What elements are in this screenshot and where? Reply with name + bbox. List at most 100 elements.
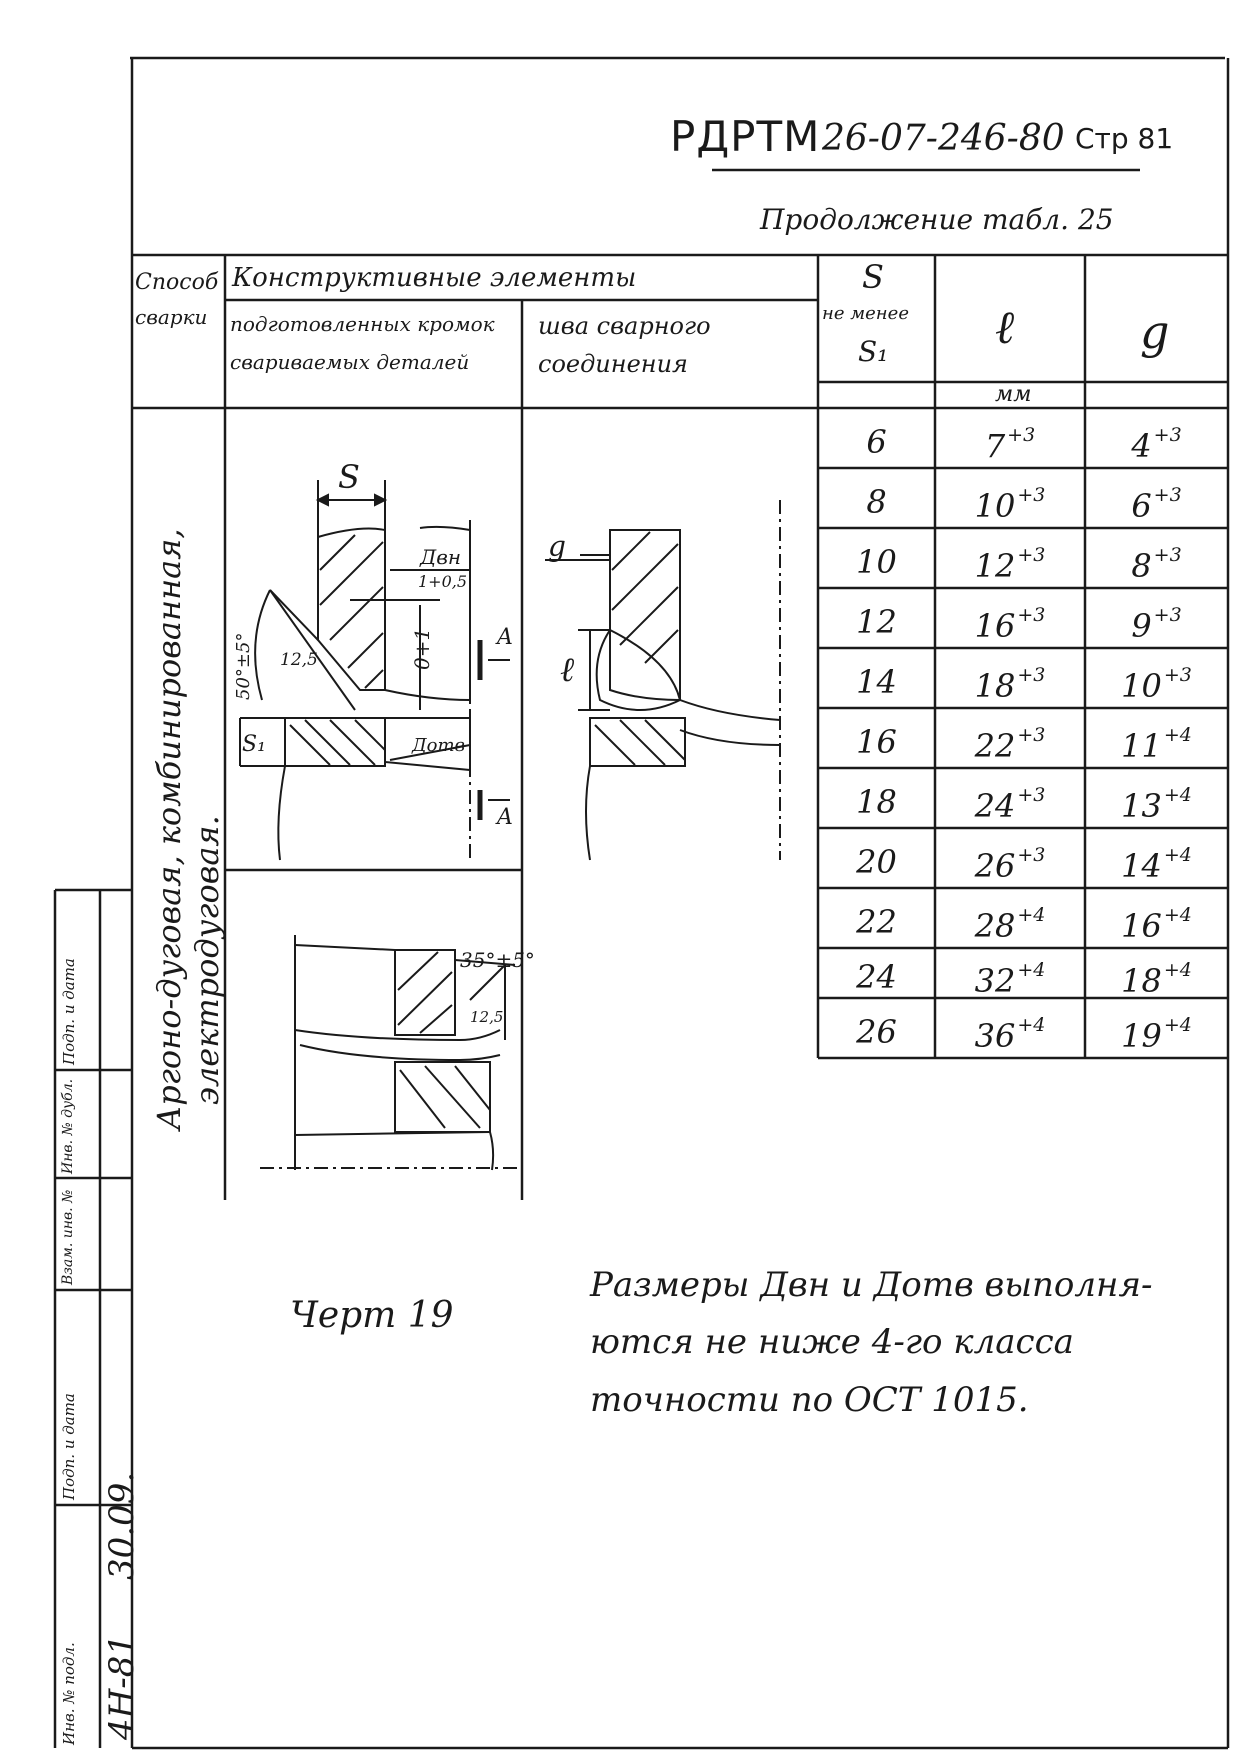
cell-g-value: 16: [1121, 907, 1162, 945]
dim-g-label: g: [548, 530, 566, 563]
cell-s: 24: [818, 961, 935, 993]
cell-g: 10+3: [1085, 664, 1228, 703]
cell-l: 26+3: [935, 846, 1085, 883]
dim-dotv-label: Дотв: [412, 735, 466, 756]
cell-s-value: 6: [866, 423, 887, 461]
dim-dvn-label: Двн: [420, 545, 462, 569]
cell-s: 10: [818, 546, 935, 578]
cell-l-tolerance: +3: [1007, 424, 1036, 446]
cell-s-value: 22: [856, 903, 897, 941]
cell-s-value: 20: [856, 843, 897, 881]
figure-caption: Черт 19: [290, 1295, 454, 1336]
dim-s1-label: S₁: [242, 732, 266, 757]
stamp-label-inv-original: Инв. № подл.: [60, 1642, 78, 1745]
cell-l: 7+3: [935, 424, 1085, 465]
note-line3: точности по ОСТ 1015.: [590, 1380, 1029, 1420]
col-prepared-line1: подготовленных кромок: [230, 312, 495, 336]
dim-a-bottom: A: [497, 805, 513, 830]
cell-g-tolerance: +3: [1163, 664, 1192, 686]
cell-s: 16: [818, 726, 935, 758]
col-seam-line1: шва сварного: [538, 312, 711, 340]
cell-l-value: 18: [974, 667, 1016, 705]
cell-l: 32+4: [935, 961, 1085, 1000]
cell-l-value: 36: [974, 1017, 1016, 1055]
stamp-value-date: 30.09.: [102, 1471, 142, 1580]
dim-angle-label: 50°±5°: [233, 632, 254, 700]
cell-g-value: 11: [1121, 727, 1162, 765]
cell-s: 20: [818, 846, 935, 878]
cell-g: 4+3: [1085, 424, 1228, 465]
cell-g: 8+3: [1085, 546, 1228, 585]
doc-code: РДРТМ: [670, 112, 821, 161]
col-l-symbol: ℓ: [995, 300, 1015, 354]
method-text-line2: электродуговая.: [188, 815, 226, 1105]
cell-g-value: 9: [1131, 607, 1152, 645]
cell-g-tolerance: +4: [1163, 784, 1192, 806]
cell-l-value: 10: [974, 487, 1016, 525]
cell-g-value: 19: [1121, 1017, 1162, 1055]
drawing-variant: [260, 935, 520, 1171]
cell-l: 36+4: [935, 1014, 1085, 1055]
units-label: мм: [995, 382, 1032, 407]
dim-radius-label: 12,5: [280, 650, 318, 670]
cell-l-tolerance: +4: [1017, 904, 1046, 926]
cell-g-tolerance: +3: [1153, 604, 1182, 626]
cell-g-tolerance: +3: [1153, 424, 1182, 446]
col-s1-symbol: S₁: [858, 335, 889, 368]
cell-l-value: 7: [984, 427, 1006, 465]
cell-s: 6: [818, 426, 935, 458]
cell-s: 14: [818, 666, 935, 698]
cell-g-value: 6: [1131, 487, 1152, 525]
cell-l-value: 12: [974, 547, 1016, 585]
cell-s: 12: [818, 606, 935, 638]
cell-g-value: 14: [1121, 847, 1162, 885]
stamp-label-sign-date-2: Подп. и дата: [60, 958, 78, 1065]
cell-l-tolerance: +3: [1017, 784, 1046, 806]
cell-l-value: 24: [974, 787, 1016, 825]
cell-s: 26: [818, 1016, 935, 1048]
cell-g: 13+4: [1085, 784, 1228, 823]
cell-s: 8: [818, 486, 935, 518]
col-s-symbol: S: [862, 258, 884, 296]
cell-g: 16+4: [1085, 906, 1228, 945]
stamp-value-inv-original: 4Н-81: [102, 1633, 142, 1740]
cell-g-tolerance: +4: [1163, 724, 1192, 746]
cell-l: 24+3: [935, 784, 1085, 825]
drawing-weld-seam: [545, 500, 781, 861]
cell-l-tolerance: +3: [1017, 724, 1046, 746]
cell-l: 18+3: [935, 666, 1085, 705]
cell-l-value: 32: [974, 962, 1016, 1000]
cell-g-tolerance: +4: [1163, 959, 1192, 981]
col-s-label: не менее: [822, 303, 909, 324]
cell-l-value: 16: [974, 607, 1016, 645]
drawing-prepared-edges: [239, 480, 510, 861]
cell-s-value: 14: [856, 663, 897, 701]
note-line1: Размеры Двн и Дотв выполня-: [590, 1265, 1153, 1305]
cell-l-tolerance: +4: [1017, 1014, 1046, 1036]
cell-l-value: 28: [974, 907, 1016, 945]
cell-g-value: 4: [1131, 427, 1152, 465]
dim-s-label: S: [338, 458, 360, 496]
col-g-symbol: g: [1140, 305, 1170, 359]
col-seam-line2: соединения: [538, 350, 688, 378]
cell-s-value: 10: [856, 543, 897, 581]
page-number: Стр 81: [1075, 122, 1174, 155]
cell-g-tolerance: +3: [1153, 484, 1182, 506]
cell-g: 11+4: [1085, 724, 1228, 765]
doc-number: 26-07-246-80: [822, 118, 1065, 159]
cell-g: 9+3: [1085, 604, 1228, 645]
stamp-label-sign-date: Подп. и дата: [60, 1393, 78, 1500]
cell-g: 14+4: [1085, 844, 1228, 885]
stamp-label-replace-inv: Взам. инв. №: [60, 1189, 76, 1285]
dim-angle2-label: 35°±5°: [460, 948, 535, 972]
cell-g-tolerance: +4: [1163, 1014, 1192, 1036]
cell-g-tolerance: +4: [1163, 844, 1192, 866]
cell-l-tolerance: +3: [1017, 544, 1046, 566]
col-method-line1: Способ: [135, 270, 219, 295]
method-text-line1: Аргоно-дуговая, комбинированная,: [150, 528, 188, 1130]
cell-g: 19+4: [1085, 1014, 1228, 1055]
cell-l: 16+3: [935, 606, 1085, 645]
cell-g-value: 8: [1131, 547, 1152, 585]
dim-tol-label: 1+0,5: [418, 572, 468, 591]
